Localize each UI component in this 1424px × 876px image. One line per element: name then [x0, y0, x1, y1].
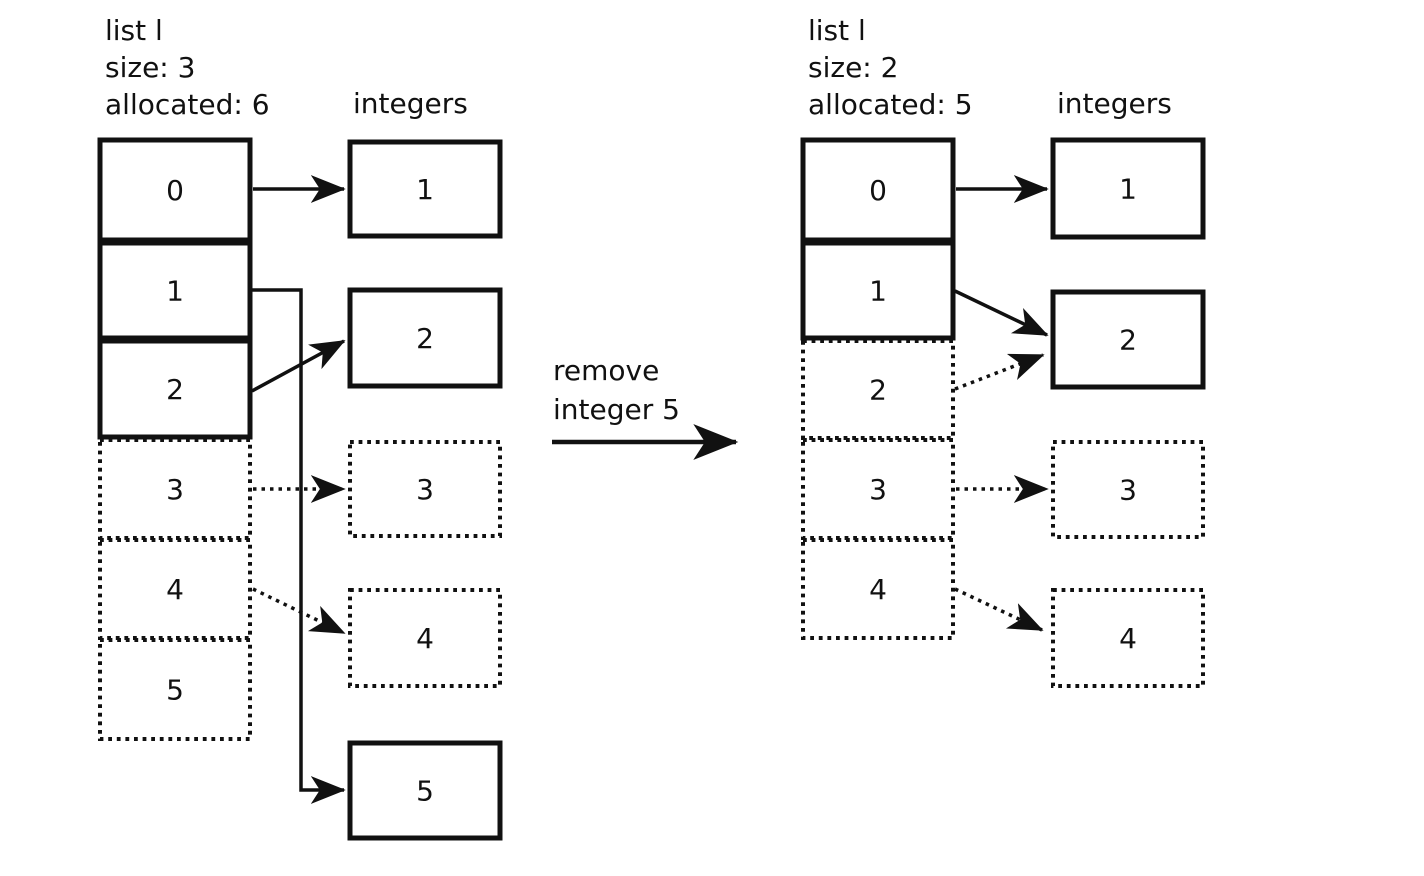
before-slot-value: 5	[166, 674, 184, 707]
before-integer-value: 4	[416, 622, 434, 655]
before-integer-value: 1	[416, 173, 434, 206]
after-slot-value: 2	[869, 374, 887, 407]
before-slot-box-3	[98, 438, 252, 540]
before-slot1-to-int5	[252, 288, 346, 804]
after-slot-value: 0	[869, 174, 887, 207]
before-integer-box-5	[347, 740, 503, 841]
before-state-label-1: size: 3	[105, 51, 195, 84]
before-slot-box-2	[97, 338, 253, 440]
before-integer-box-3	[348, 440, 502, 538]
after-slot-box-1	[800, 240, 956, 341]
after-slot2-to-int2	[954, 353, 1045, 391]
after-integer-value: 2	[1119, 324, 1137, 357]
after-slot4-to-int4	[954, 587, 1044, 632]
after-integer-box-4	[1051, 588, 1205, 688]
before-integer-box-1	[347, 139, 503, 239]
before-slot4-to-int4	[252, 587, 346, 635]
after-integer-value: 1	[1119, 173, 1137, 206]
after-slot-value: 1	[869, 275, 887, 308]
before-slot-box-4	[98, 538, 252, 640]
transition-group: remove integer 5	[552, 354, 739, 460]
after-slot-box-2	[801, 339, 955, 440]
before-integer-box-4	[348, 588, 502, 688]
before-integer-value: 5	[416, 775, 434, 808]
before-integer-value: 3	[416, 473, 434, 506]
after-integer-value: 3	[1119, 474, 1137, 507]
after-state-label-2: allocated: 5	[808, 88, 973, 121]
after-integer-value: 4	[1119, 622, 1137, 655]
before-slot-value: 0	[166, 174, 184, 207]
before-slot2-to-int2	[251, 339, 346, 393]
before-slot-value: 3	[166, 473, 184, 506]
before-integer-value: 2	[416, 322, 434, 355]
after-slot-box-0	[800, 137, 956, 243]
after-integer-box-1	[1050, 137, 1206, 240]
before-slot-value: 2	[166, 373, 184, 406]
after-slot-value: 3	[869, 473, 887, 506]
after-integers-header: integers	[1057, 87, 1172, 120]
after-integer-box-3	[1051, 440, 1205, 539]
panel-before: list l size: 3 allocated: 6 integers 0 1 2 3 4 5 1…	[97, 14, 503, 841]
before-integers-header: integers	[353, 87, 468, 120]
before-integer-box-2	[347, 287, 503, 389]
before-slot-value: 1	[166, 275, 184, 308]
after-state-label-0: list l	[808, 14, 866, 47]
before-slot-box-0	[97, 137, 253, 243]
before-slot-box-1	[97, 240, 253, 341]
before-state-label-0: list l	[105, 14, 163, 47]
after-slot-box-3	[801, 438, 955, 540]
after-integer-box-2	[1050, 289, 1206, 390]
panel-after: list l size: 2 allocated: 5 integers 0 1 2 3 4 1 2…	[800, 14, 1206, 688]
transition-text-0: remove	[553, 354, 659, 387]
after-state-label-1: size: 2	[808, 51, 898, 84]
before-slot-box-5	[98, 638, 252, 741]
after-slot-box-4	[801, 538, 955, 640]
after-slot-value: 4	[869, 573, 887, 606]
after-slot1-to-int2	[954, 289, 1049, 337]
before-slot-value: 4	[166, 573, 184, 606]
transition-text-1: integer 5	[553, 393, 680, 426]
before-state-label-2: allocated: 6	[105, 88, 270, 121]
